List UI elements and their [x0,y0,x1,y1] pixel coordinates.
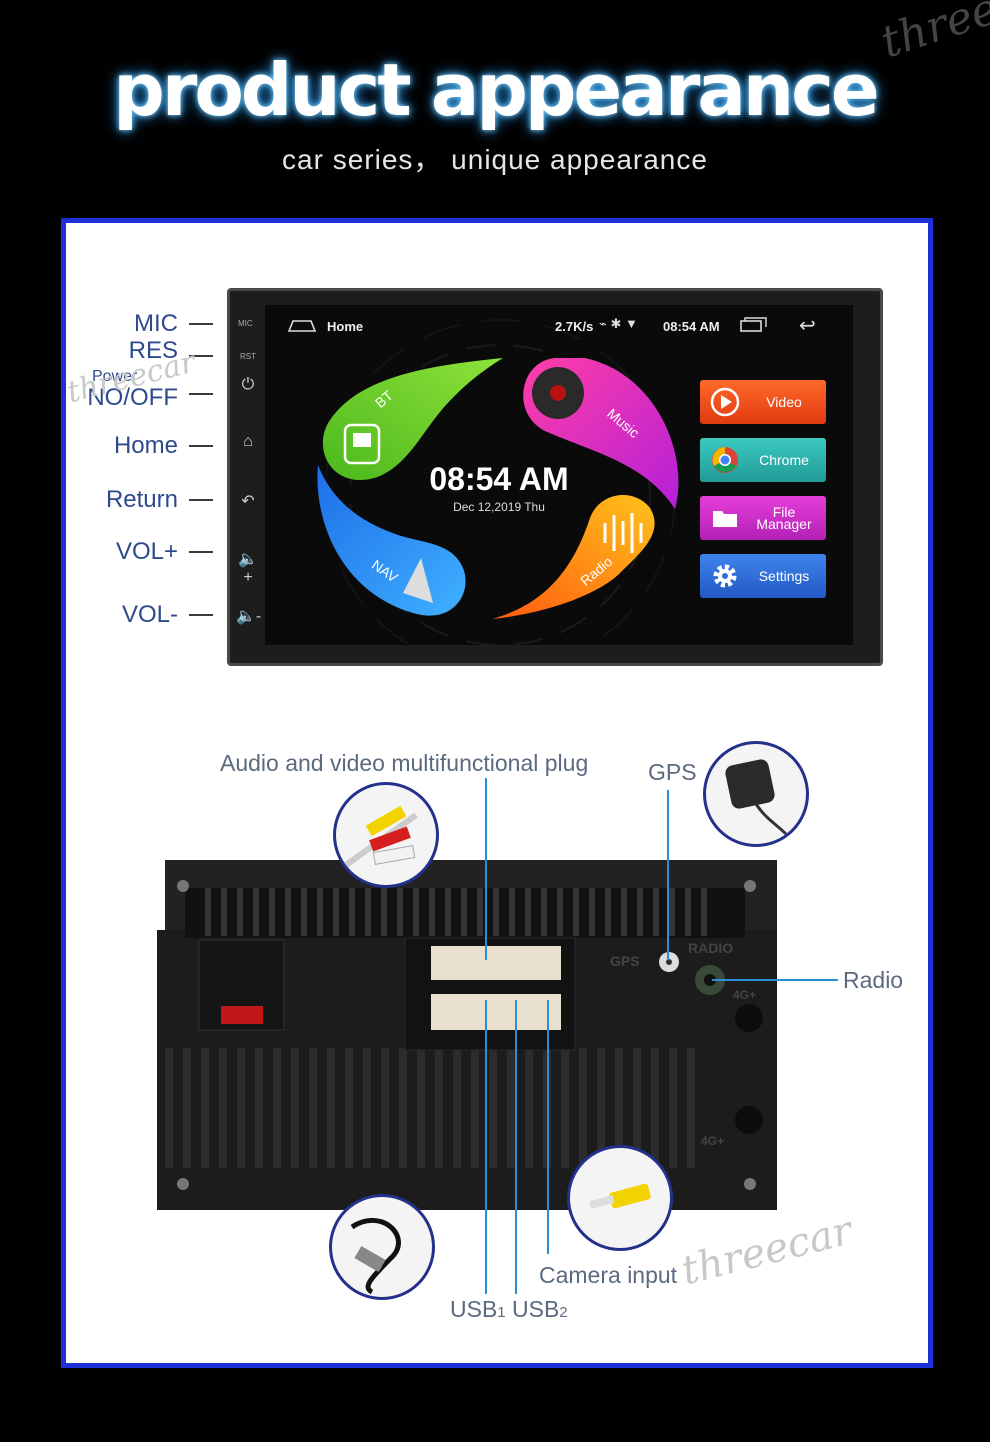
app-settings-button[interactable]: Settings [700,554,826,598]
gear-icon [713,564,737,588]
callout-usb2: USB2 [512,1296,568,1323]
label-no-off: NO/OFF [87,384,178,411]
app-chrome-label: Chrome [759,452,809,468]
camera-cable-image [567,1145,673,1251]
folder-icon [713,511,737,527]
home-date: Dec 12,2019 Thu [453,500,545,514]
label-res: RES [128,337,178,364]
usb1-main: USB [450,1296,498,1322]
tick-res [189,355,213,357]
page-title: product appearance [113,48,879,132]
home-icon[interactable]: ⌂ [243,433,253,450]
chrome-icon [712,447,738,473]
label-vol-up: VOL+ [115,538,178,565]
status-speed: 2.7K/s [555,319,594,334]
usb2-sub: 2 [559,1304,568,1321]
label-vol-down: VOL- [121,601,178,628]
port-4g-text-a: 4G+ [733,988,757,1002]
gps-antenna-image [703,741,809,847]
callout-av-plug: Audio and video multifunctional plug [220,750,589,776]
app-file-manager-label: File Manager [756,504,812,532]
port-4g-text-b: 4G+ [701,1134,725,1148]
volume-up-icon[interactable]: 🔈+ [238,551,258,586]
home-clock: 08:54 AM [429,461,569,497]
play-icon [710,387,740,417]
label-home: Home [113,432,178,459]
av-cable-image [333,782,439,888]
callout-gps: GPS [648,759,697,785]
line-usb1 [485,1000,487,1294]
back-arrow-icon[interactable]: ↩ [799,315,816,337]
power-icon[interactable]: ⏻ [241,376,255,393]
label-power: Power [92,368,138,385]
port-radio-text: RADIO [688,940,734,956]
recent-apps-icon[interactable] [739,317,769,333]
callout-usb1: USB1 [450,1296,506,1323]
line-av-plug [485,778,487,960]
line-radio [712,979,838,981]
app-settings-label: Settings [758,568,810,584]
app-file-manager-button[interactable]: File Manager [700,496,826,540]
volume-down-icon[interactable]: 🔈- [236,608,262,625]
home-outline-icon[interactable] [287,317,317,335]
radio-petal[interactable] [490,493,670,623]
app-video-label: Video [766,394,802,410]
page-subtitle: car series， unique appearance [282,144,708,175]
callout-radio: Radio [843,967,904,993]
tick-return [189,499,213,501]
back-icon[interactable]: ↶ [241,493,255,510]
status-icons: ⌁ ✱ ▼ [599,316,638,331]
bezel-mic-label: MIC [238,319,253,328]
tick-vol-up [189,551,213,553]
app-video-button[interactable]: Video [700,380,826,424]
tick-home [189,445,213,447]
status-home-label: Home [327,319,364,334]
label-return: Return [105,486,178,513]
usb-cable-image [329,1194,435,1300]
usb2-main: USB [512,1296,560,1322]
callout-camera: Camera input [539,1262,678,1288]
status-time: 08:54 AM [663,319,720,334]
bt-petal[interactable] [315,355,515,495]
line-gps [667,790,669,960]
tick-vol-down [189,614,213,616]
tick-power [189,393,213,395]
bezel-rst-label: RST [240,352,256,361]
line-camera [547,1000,549,1254]
nav-petal[interactable] [313,463,473,623]
app-chrome-button[interactable]: Chrome [700,438,826,482]
port-gps-text: GPS [610,953,640,969]
music-petal[interactable] [515,353,685,513]
tick-mic [189,323,213,325]
label-mic: MIC [134,310,178,337]
rear-chassis [157,860,777,1210]
usb1-sub: 1 [497,1304,506,1321]
line-usb2 [515,1000,517,1294]
